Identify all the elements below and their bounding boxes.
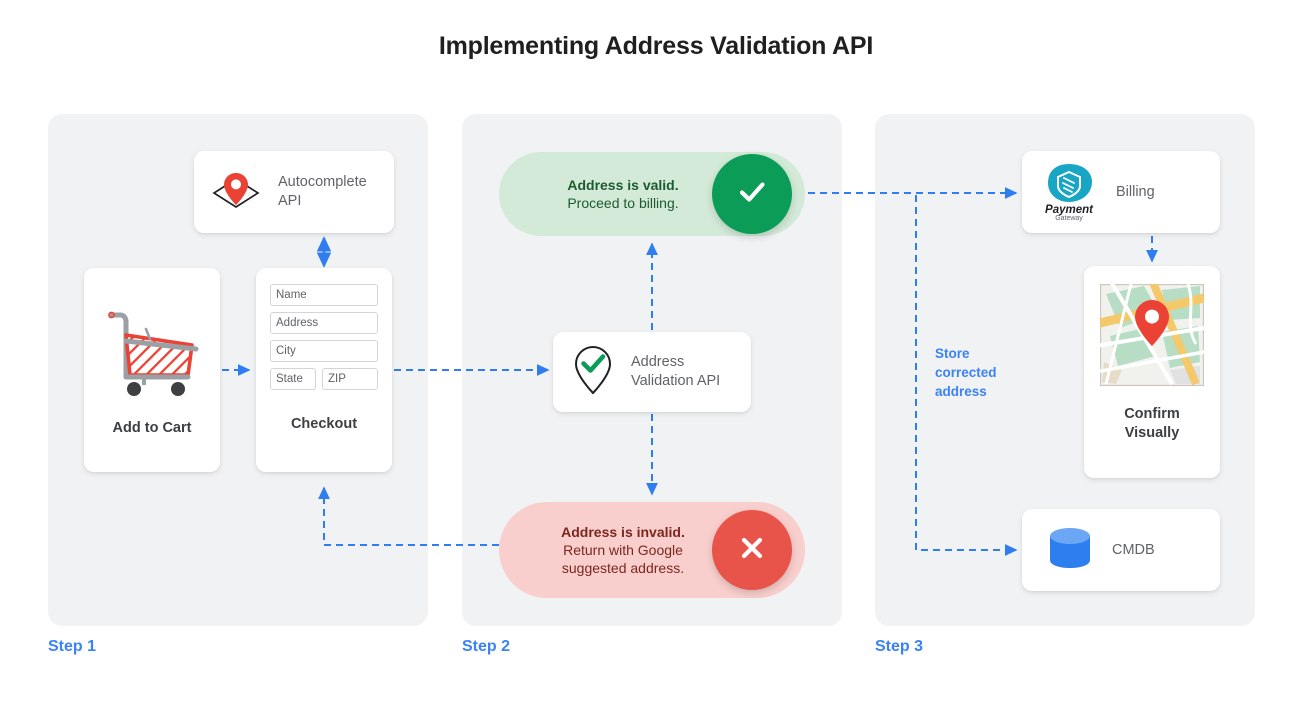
address-valid-headline: Address is valid. <box>567 176 679 193</box>
valid-status-badge <box>712 154 792 234</box>
confirm-visually-caption: Confirm Visually <box>1124 405 1180 443</box>
store-note-line3: address <box>935 384 987 400</box>
step-3-label: Step 3 <box>875 638 924 655</box>
step-1-label: Step 1 <box>48 638 97 655</box>
confirm-visually-card[interactable]: Confirm Visually <box>1084 266 1220 478</box>
autocomplete-api-card[interactable]: Autocomplete API <box>194 151 394 233</box>
close-icon <box>732 528 772 573</box>
store-note-line2: corrected <box>935 365 997 381</box>
address-validation-api-label: Address Validation API <box>631 353 720 390</box>
city-field[interactable]: City <box>270 340 378 362</box>
page-title: Implementing Address Validation API <box>438 32 874 60</box>
shopping-cart-icon <box>100 305 204 406</box>
billing-card[interactable]: Payment Gateway Billing <box>1022 151 1220 233</box>
name-field[interactable]: Name <box>270 284 378 306</box>
zip-field[interactable]: ZIP <box>322 368 378 390</box>
invalid-status-badge <box>712 510 792 590</box>
billing-label: Billing <box>1116 183 1155 200</box>
checkout-caption: Checkout <box>290 416 358 432</box>
address-valid-text: Address is valid. Proceed to billing. <box>499 176 805 212</box>
address-invalid-subtext-2: suggested address. <box>561 560 685 577</box>
cmdb-label: CMDB <box>1112 541 1155 558</box>
address-invalid-text: Address is invalid. Return with Google s… <box>499 523 805 578</box>
svg-text:Payment: Payment <box>1045 204 1094 216</box>
autocomplete-api-label-line2: API <box>278 193 302 209</box>
add-to-cart-card[interactable]: Add to Cart <box>84 268 220 472</box>
step-2-label: Step 2 <box>462 638 511 655</box>
svg-text:Gateway: Gateway <box>1055 215 1083 222</box>
address-valid-subtext: Proceed to billing. <box>567 195 679 211</box>
address-validation-api-card[interactable]: Address Validation API <box>553 332 751 412</box>
validation-label-line1: Address <box>631 354 685 371</box>
address-field[interactable]: Address <box>270 312 378 334</box>
pin-check-icon <box>569 342 617 403</box>
map-pin-icon <box>208 165 264 220</box>
state-field[interactable]: State <box>270 368 316 390</box>
check-icon <box>732 172 772 217</box>
confirm-caption-line1: Confirm <box>1124 406 1180 422</box>
address-invalid-subtext-1: Return with Google <box>563 541 683 558</box>
database-icon <box>1042 520 1098 581</box>
validation-label-line2: Validation API <box>631 373 721 389</box>
cmdb-card[interactable]: CMDB <box>1022 509 1220 591</box>
store-note-line1: Store <box>935 346 970 361</box>
add-to-cart-caption: Add to Cart <box>112 419 192 436</box>
store-corrected-address-note: Store corrected address <box>935 344 1027 401</box>
autocomplete-api-label: Autocomplete API <box>278 173 367 210</box>
autocomplete-api-label-line1: Autocomplete <box>278 174 367 191</box>
payment-gateway-icon: Payment Gateway <box>1036 158 1102 227</box>
confirm-caption-line2: Visually <box>1124 424 1180 441</box>
checkout-card[interactable]: Name Address City State ZIP Checkout <box>256 268 392 472</box>
address-invalid-headline: Address is invalid. <box>561 523 685 540</box>
state-zip-row: State ZIP <box>270 368 378 390</box>
map-thumbnail-icon <box>1094 278 1206 391</box>
